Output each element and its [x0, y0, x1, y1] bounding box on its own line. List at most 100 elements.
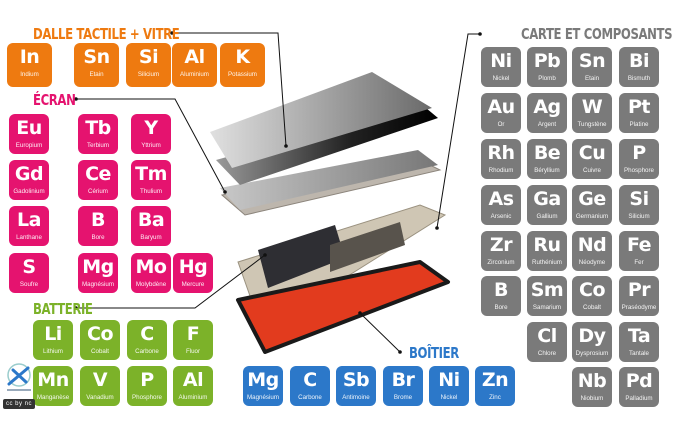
element-name: Palladium — [625, 395, 653, 402]
element-symbol: Ba — [137, 209, 165, 231]
element-name: Carbone — [135, 348, 159, 355]
element-name: Argent — [537, 121, 557, 128]
element-symbol: Dy — [578, 325, 606, 347]
element-symbol: K — [235, 46, 250, 68]
case-layer — [236, 260, 450, 354]
element-name: Ruthénium — [532, 259, 562, 266]
element-symbol: C — [140, 323, 154, 345]
element-name: Samarium — [532, 304, 562, 311]
element-symbol: Au — [487, 96, 515, 118]
element-name: Carbone — [298, 394, 322, 401]
element-name: Gallium — [536, 213, 558, 220]
element-symbol: Sn — [83, 46, 110, 68]
element-name: Aluminium — [178, 394, 208, 401]
group-title-carte: CARTE ET COMPOSANTS — [521, 25, 673, 43]
element-name: Or — [497, 121, 505, 128]
element-name: Plomb — [538, 75, 556, 82]
display-layer — [220, 150, 438, 210]
element-name: Baryum — [140, 234, 162, 241]
element-name: Dysprosium — [575, 350, 609, 357]
element-symbol: Pr — [627, 279, 651, 301]
group-title-batterie: BATTERIE — [33, 300, 93, 318]
element-symbol: Ni — [490, 50, 512, 72]
element-symbol: Al — [184, 46, 205, 68]
element-symbol: Co — [579, 279, 606, 301]
element-name: Cuivre — [583, 167, 601, 174]
element-name: Néodyme — [578, 259, 606, 266]
lcd-layer — [216, 103, 438, 185]
element-symbol: Ga — [533, 188, 561, 210]
element-name: Mercure — [181, 281, 205, 288]
element-symbol: Eu — [16, 117, 42, 139]
element-name: Silicium — [628, 213, 650, 220]
element-symbol: Al — [182, 369, 204, 391]
element-symbol: Mn — [37, 369, 69, 391]
element-name: Indium — [20, 71, 39, 78]
element-symbol: Mg — [247, 369, 279, 391]
element-symbol: Ru — [533, 234, 561, 256]
element-symbol: In — [19, 46, 40, 68]
element-name: Soufre — [19, 281, 39, 288]
element-symbol: Sn — [578, 50, 606, 72]
organization-logo — [4, 362, 34, 396]
element-symbol: Ni — [438, 369, 460, 391]
element-name: Antimoine — [342, 394, 370, 401]
element-name: Niobium — [580, 395, 604, 402]
element-symbol: P — [140, 369, 154, 391]
element-symbol: Fe — [626, 234, 652, 256]
element-name: Phosphore — [624, 167, 654, 174]
element-symbol: Y — [144, 117, 158, 139]
element-symbol: Hg — [178, 256, 208, 278]
element-name: Nickel — [492, 75, 510, 82]
element-name: Phosphore — [132, 394, 162, 401]
element-symbol: Pb — [533, 50, 561, 72]
element-symbol: Cl — [537, 325, 557, 347]
element-name: Yttrium — [141, 142, 161, 149]
element-name: Thulium — [139, 188, 162, 195]
element-tile-batterie: P Phosphore — [127, 366, 167, 406]
element-name: Magnésium — [82, 281, 114, 288]
element-symbol: W — [581, 96, 603, 118]
element-name: Nickel — [440, 394, 458, 401]
element-symbol: Sb — [342, 369, 370, 391]
element-symbol: Zn — [481, 369, 509, 391]
element-symbol: Co — [87, 323, 114, 345]
element-symbol: B — [494, 279, 508, 301]
element-tile-dalle: K Potassium — [220, 43, 265, 87]
element-name: Rhodium — [488, 167, 514, 174]
element-symbol: Ge — [578, 188, 606, 210]
element-symbol: V — [92, 369, 108, 391]
group-title-dalle: DALLE TACTILE + VITRE — [33, 25, 180, 43]
element-name: Potassium — [228, 71, 257, 78]
element-name: Etain — [584, 75, 600, 82]
element-name: Tantale — [629, 350, 649, 357]
